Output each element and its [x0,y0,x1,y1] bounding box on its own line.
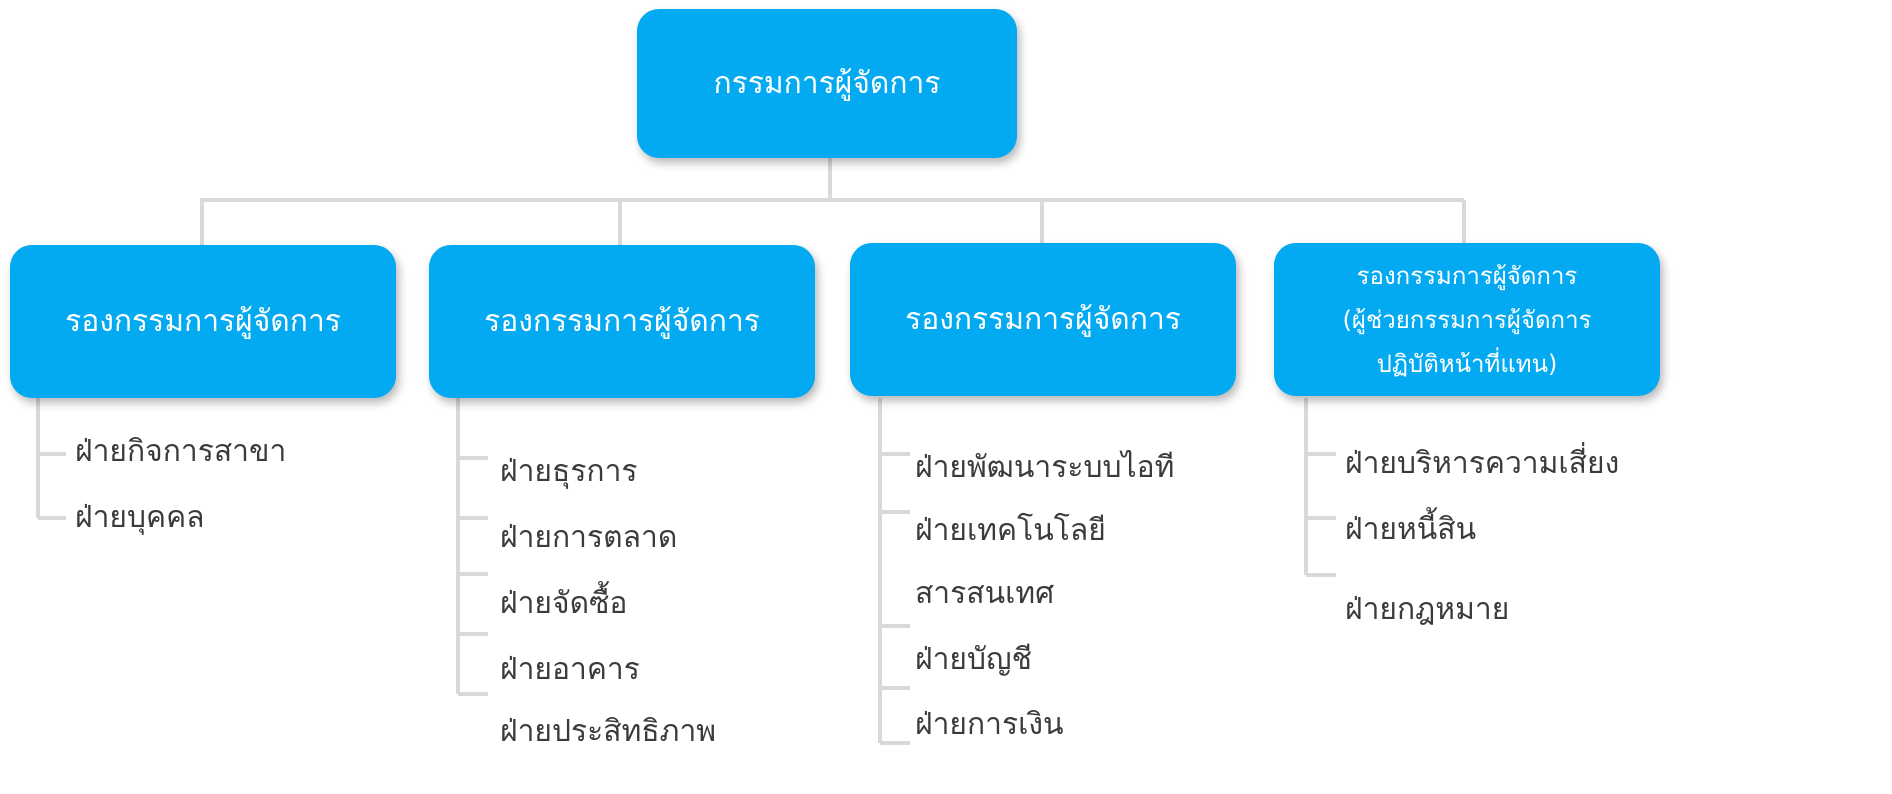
unit-item: ฝ่ายประสิทธิภาพ [500,714,717,749]
unit-item: ฝ่ายอาคาร [500,652,640,687]
unit-item: สารสนเทศ [915,576,1055,611]
deputy-box-1: รองกรรมการผู้จัดการ [10,245,396,398]
deputy-title-line-1: รองกรรมการผู้จัดการ [1356,261,1578,290]
deputy-box-2: รองกรรมการผู้จัดการ [429,245,815,398]
deputy-box-3: รองกรรมการผู้จัดการ [850,243,1236,396]
deputy-title: รองกรรมการผู้จัดการ [905,301,1181,337]
unit-item: ฝ่ายบัญชี [915,642,1032,677]
unit-item: ฝ่ายเทคโนโลยี [915,513,1106,548]
unit-item: ฝ่ายธุรการ [500,454,638,489]
unit-item: ฝ่ายบุคคล [75,500,205,535]
unit-item: ฝ่ายการตลาด [500,520,678,555]
deputy-box-4: รองกรรมการผู้จัดการ (ผู้ช่วยกรรมการผู้จั… [1274,243,1660,396]
deputy-title-line-2: (ผู้ช่วยกรรมการผู้จัดการ [1342,305,1592,334]
deputy-title: รองกรรมการผู้จัดการ [65,303,341,339]
unit-item: ฝ่ายบริหารความเสี่ยง [1345,446,1620,481]
deputy-title-line-3: ปฏิบัติหน้าที่แทน) [1376,349,1558,378]
deputy-title: รองกรรมการผู้จัดการ [484,303,760,339]
unit-item: ฝ่ายกิจการสาขา [75,434,287,469]
managing-director-box: กรรมการผู้จัดการ [637,9,1017,158]
unit-item: ฝ่ายหนี้สิน [1345,512,1477,547]
managing-director-label: กรรมการผู้จัดการ [713,65,941,101]
unit-item: ฝ่ายกฎหมาย [1345,592,1510,627]
unit-item: ฝ่ายจัดซื้อ [500,586,628,621]
unit-item: ฝ่ายพัฒนาระบบไอที [915,450,1175,485]
unit-item: ฝ่ายการเงิน [915,707,1064,742]
